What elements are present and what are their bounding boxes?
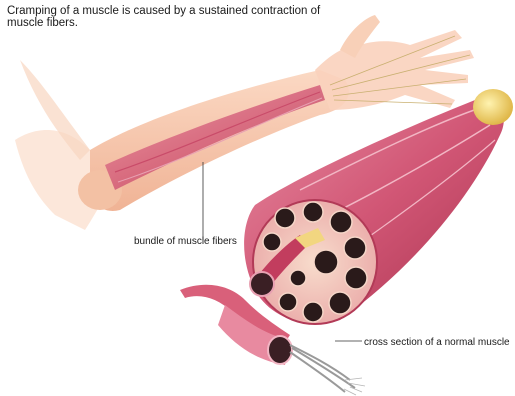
cross-section-label: cross section of a normal muscle <box>364 337 510 348</box>
fascicle <box>314 250 338 274</box>
fascicle <box>303 202 323 222</box>
hand <box>315 30 474 110</box>
fascicle <box>303 302 323 322</box>
figure-caption: Cramping of a muscle is caused by a sust… <box>7 5 347 29</box>
fascicle <box>329 292 351 314</box>
fiber-end <box>268 336 292 364</box>
fascicle <box>344 237 366 259</box>
tendon <box>473 89 513 125</box>
fascicle <box>345 267 367 289</box>
fascicle <box>290 270 306 286</box>
fascicle <box>330 211 352 233</box>
fascicle <box>279 293 297 311</box>
nerve <box>290 345 355 392</box>
bundle-label: bundle of muscle fibers <box>134 236 237 247</box>
fascicle <box>275 208 295 228</box>
fascicle <box>263 233 281 251</box>
pulled-bundle-end <box>250 272 274 296</box>
